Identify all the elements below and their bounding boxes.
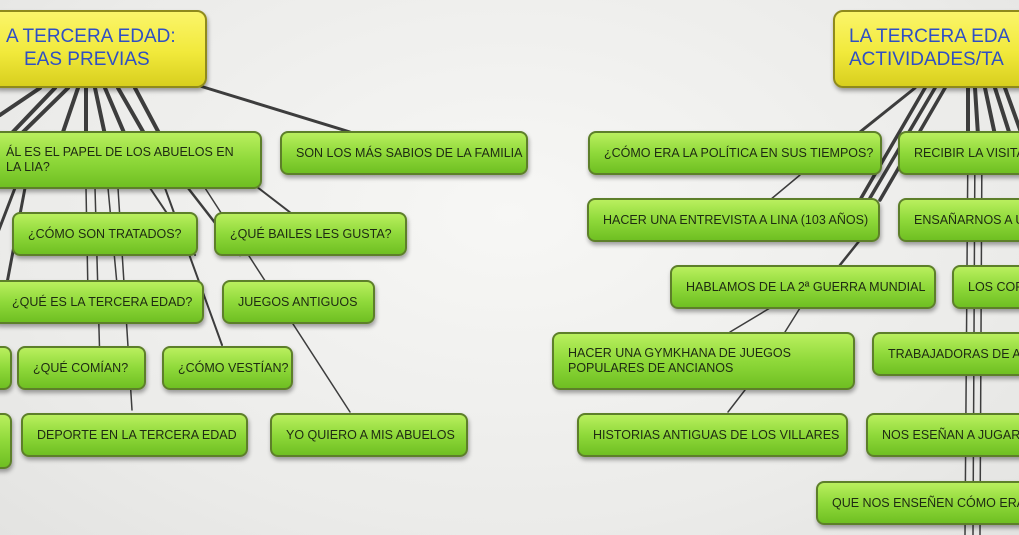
concept-node-label: QUE NOS ENSEÑEN CÓMO ERA [832,495,1019,510]
root-title-line-2: EAS PREVIAS [24,49,150,70]
concept-node-partial-left-1 [0,346,12,390]
concept-node-label: ENSAÑARNOS A U [914,212,1019,227]
concept-node-como-tratados: ¿CÓMO SON TRATADOS? [12,212,198,256]
left-map-root-node: A TERCERA EDAD: EAS PREVIAS [0,10,207,88]
concept-node-label: HABLAMOS DE LA 2ª GUERRA MUNDIAL [686,279,926,294]
concept-node-label: ¿CÓMO ERA LA POLÍTICA EN SUS TIEMPOS? [604,145,874,160]
concept-node-label: HACER UNA ENTREVISTA A LINA (103 AÑOS) [603,212,869,227]
concept-node-que-bailes: ¿QUÉ BAILES LES GUSTA? [214,212,407,256]
concept-node-guerra-mundial: HABLAMOS DE LA 2ª GUERRA MUNDIAL [670,265,936,309]
concept-node-que-es-tercera-edad: ¿QUÉ ES LA TERCERA EDAD? [0,280,204,324]
concept-node-trabajadoras: TRABAJADORAS DE AY [872,332,1019,376]
concept-node-label: ¿QUÉ ES LA TERCERA EDAD? [12,294,193,309]
concept-node-que-comian: ¿QUÉ COMÍAN? [17,346,146,390]
concept-node-label: HISTORIAS ANTIGUAS DE LOS VILLARES [593,427,840,442]
concept-node-label: ¿QUÉ COMÍAN? [33,360,129,375]
concept-node-mas-sabios: SON LOS MÁS SABIOS DE LA FAMILIA [280,131,528,175]
concept-node-deporte-tercera-edad: DEPORTE EN LA TERCERA EDAD [21,413,248,457]
concept-node-label: JUEGOS ANTIGUOS [238,294,358,309]
concept-node-juegos-antiguos: JUEGOS ANTIGUOS [222,280,375,324]
concept-node-gymkhana: HACER UNA GYMKHANA DE JUEGOS POPULARES D… [552,332,855,390]
concept-node-partial-left-2 [0,413,12,469]
concept-node-label: HACER UNA GYMKHANA DE JUEGOS POPULARES D… [568,346,791,375]
concept-node-nos-esenan: NOS ESEÑAN A JUGAR A [866,413,1019,457]
root-title-line-1: LA TERCERA EDA [849,26,1011,47]
concept-node-como-vestian: ¿CÓMO VESTÍAN? [162,346,293,390]
concept-node-label: SON LOS MÁS SABIOS DE LA FAMILIA [296,145,523,160]
concept-node-papel-abuelos: ÁL ES EL PAPEL DE LOS ABUELOS EN LA LIA? [0,131,262,189]
concept-node-que-nos-ensenen: QUE NOS ENSEÑEN CÓMO ERA [816,481,1019,525]
concept-node-label: ¿CÓMO SON TRATADOS? [28,226,182,241]
concept-node-entrevista-lina: HACER UNA ENTREVISTA A LINA (103 AÑOS) [587,198,880,242]
concept-node-label: ¿CÓMO VESTÍAN? [178,360,289,375]
right-map-root-node: LA TERCERA EDA ACTIVIDADES/TA [833,10,1019,88]
concept-node-quiero-abuelos: YO QUIERO A MIS ABUELOS [270,413,468,457]
concept-node-ensenarnos: ENSAÑARNOS A U [898,198,1019,242]
concept-node-los-cor: LOS COR [952,265,1019,309]
concept-node-recibir-visita: RECIBIR LA VISITA [898,131,1019,175]
concept-node-label: NOS ESEÑAN A JUGAR A [882,427,1019,442]
concept-node-label: RECIBIR LA VISITA [914,145,1019,160]
concept-node-label: ¿QUÉ BAILES LES GUSTA? [230,226,392,241]
concept-node-label: LOS COR [968,279,1019,294]
concept-node-politica: ¿CÓMO ERA LA POLÍTICA EN SUS TIEMPOS? [588,131,882,175]
concept-node-label: DEPORTE EN LA TERCERA EDAD [37,427,237,442]
concept-node-label: ÁL ES EL PAPEL DE LOS ABUELOS EN LA LIA? [6,145,234,174]
concept-node-label: TRABAJADORAS DE AY [888,346,1019,361]
root-title-line-2: ACTIVIDADES/TA [849,49,1004,70]
root-title-line-1: A TERCERA EDAD: [6,26,176,47]
concept-node-historias-villares: HISTORIAS ANTIGUAS DE LOS VILLARES [577,413,848,457]
concept-node-label: YO QUIERO A MIS ABUELOS [286,427,455,442]
